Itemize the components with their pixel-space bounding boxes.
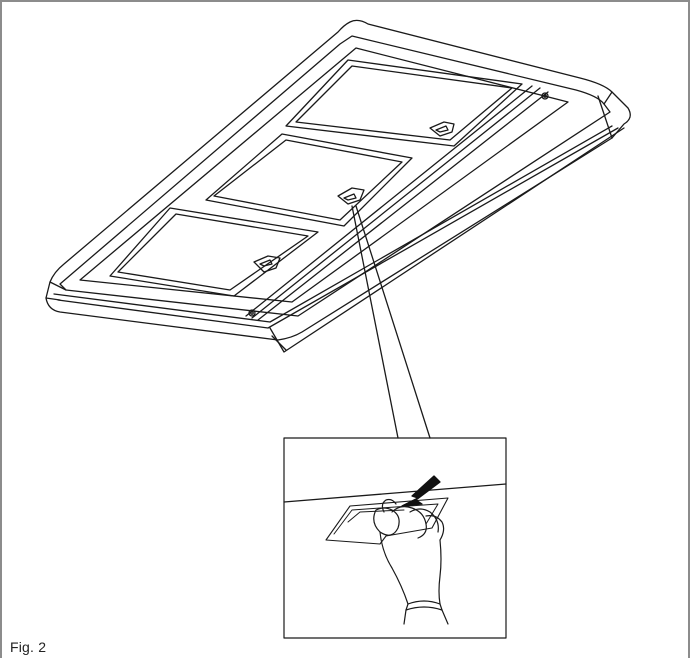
grease-filters — [109, 59, 523, 297]
hood-outer-rim — [45, 19, 631, 341]
grease-filter-middle — [205, 133, 413, 227]
hood-front-strip — [53, 125, 613, 323]
hand-icon — [373, 498, 449, 625]
push-arrow-icon — [401, 475, 441, 507]
grease-filter-right — [285, 59, 523, 147]
screw-right — [541, 92, 549, 100]
screw-left — [248, 309, 256, 317]
grease-filter-left — [109, 207, 319, 297]
detail-inset-filter-release — [283, 437, 507, 639]
hood-inner-rim — [59, 35, 611, 317]
filter-handle-slot — [325, 497, 449, 545]
filter-rail — [245, 85, 533, 317]
detail-leader-lines — [351, 205, 431, 439]
figure-caption: Fig. 2 — [10, 639, 47, 655]
hood-front-lip — [269, 127, 625, 353]
hood-body — [45, 19, 631, 353]
